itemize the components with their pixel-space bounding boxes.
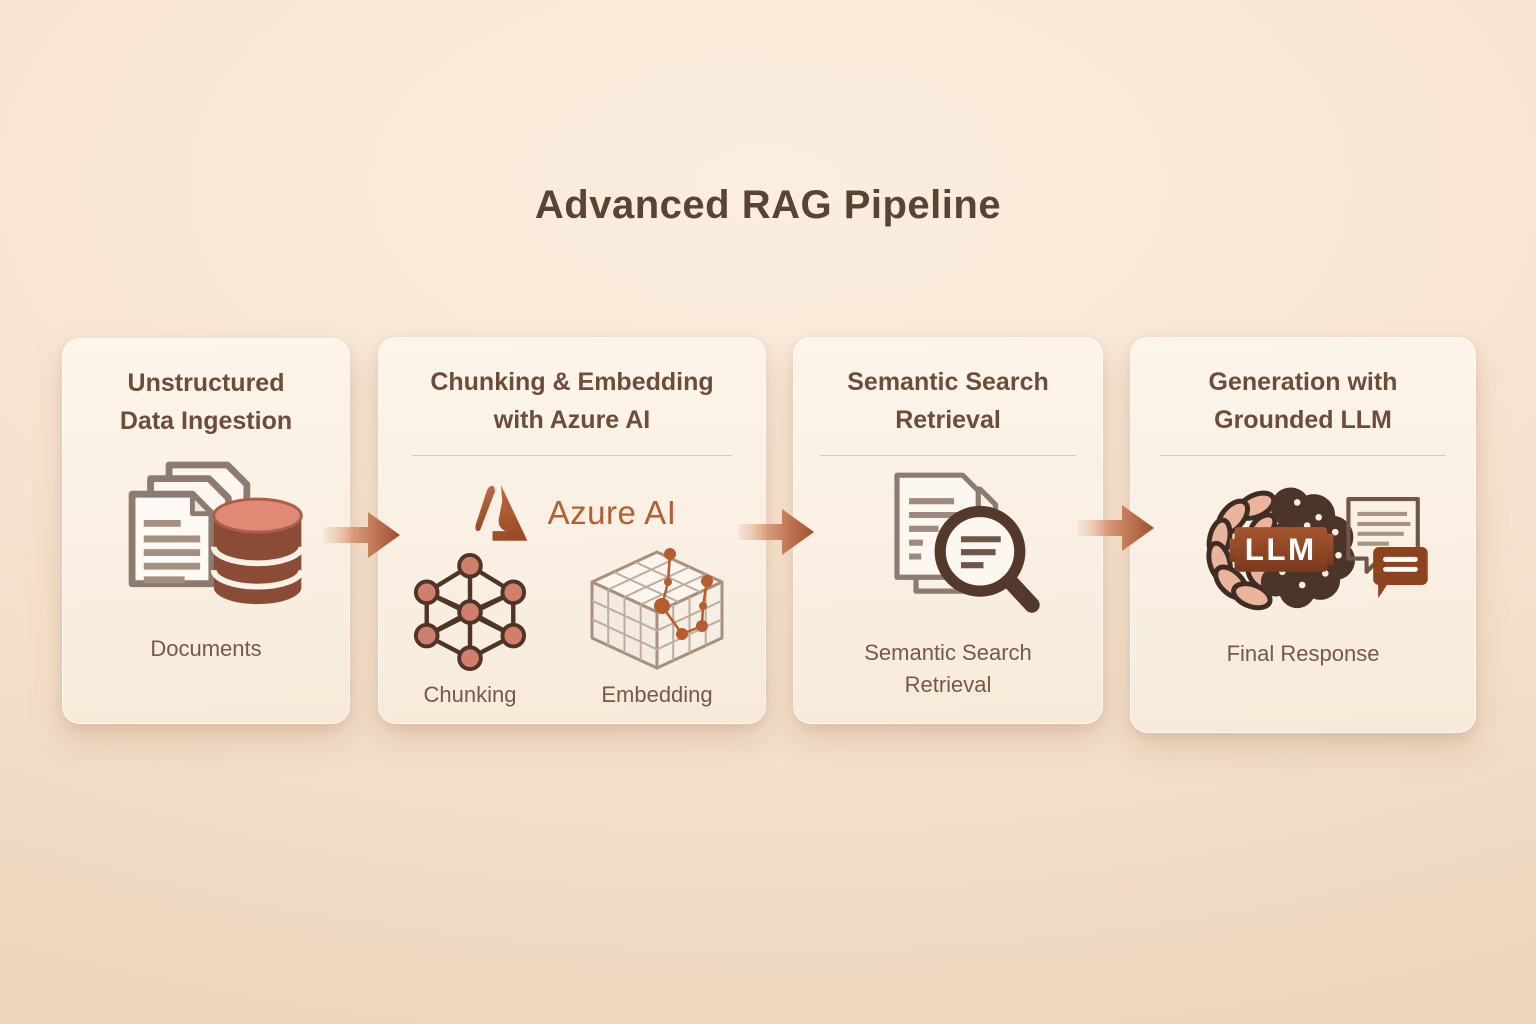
vector-grid-icon (590, 548, 724, 670)
brain-llm-icon: LLM (1206, 487, 1428, 611)
network-graph-icon (413, 553, 527, 671)
llm-badge-text: LLM (1245, 532, 1317, 567)
card-label: Semantic Search Retrieval (864, 640, 1032, 698)
arrow-right-icon (324, 512, 400, 558)
document-stack (128, 461, 251, 587)
documents-database-icon (99, 440, 313, 633)
card-title: Chunking & Embedding with Azure AI (430, 368, 714, 434)
embedding-item: Embedding (581, 544, 733, 708)
document-search-icon (894, 472, 1040, 613)
database-icon (210, 497, 305, 604)
brain-llm-icon: LLM (1175, 456, 1431, 638)
card-semantic-search-retrieval: Semantic Search Retrieval (793, 337, 1103, 724)
sub-icons-row: Chunking (379, 544, 765, 724)
divider (820, 455, 1076, 456)
chunking-label: Chunking (423, 682, 517, 707)
card-generation-grounded-llm: Generation with Grounded LLM (1130, 337, 1476, 733)
arrow-right-icon (1078, 505, 1154, 551)
chat-bubble-icon (1373, 547, 1428, 599)
card-title: Unstructured Data Ingestion (119, 369, 293, 435)
llm-badge: LLM (1229, 527, 1334, 572)
document-search-icon (852, 456, 1044, 637)
chunking-item: Chunking (411, 552, 529, 708)
card-label: Final Response (1226, 641, 1380, 667)
azure-logo-icon (475, 485, 528, 541)
card-title: Semantic Search Retrieval (847, 368, 1049, 434)
embedding-label: Embedding (601, 682, 713, 707)
card-title: Generation with Grounded LLM (1208, 368, 1398, 434)
card-chunking-embedding: Chunking & Embedding with Azure AI Azure… (378, 337, 766, 724)
page-title: Advanced RAG Pipeline (534, 183, 1002, 227)
azure-ai-logo-row: Azure AI (468, 482, 677, 544)
documents-database-icon (128, 461, 305, 604)
card-label: Documents (150, 636, 262, 662)
arrow-right-icon (738, 509, 814, 555)
divider (411, 455, 733, 456)
azure-ai-label: Azure AI (547, 494, 677, 531)
card-unstructured-data-ingestion: Unstructured Data Ingestion (62, 338, 350, 724)
divider (1160, 455, 1446, 456)
